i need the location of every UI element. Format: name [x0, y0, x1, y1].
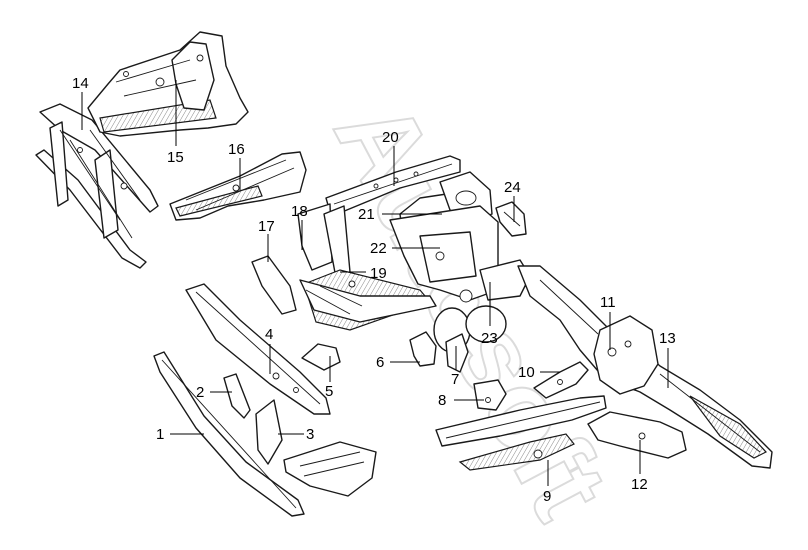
- callout-24: 24: [504, 179, 521, 196]
- part-2-3-braces: [223, 373, 283, 465]
- callout-1: 1: [156, 426, 164, 443]
- callout-22: 22: [370, 240, 387, 257]
- callout-9: 9: [543, 488, 551, 505]
- part-shroud: [283, 441, 377, 497]
- part-8-9-sill: [435, 379, 607, 471]
- callout-6: 6: [376, 354, 384, 371]
- callout-19: 19: [370, 265, 387, 282]
- callout-17: 17: [258, 218, 275, 235]
- callout-14: 14: [72, 75, 89, 92]
- callout-18: 18: [291, 203, 308, 220]
- callout-10: 10: [518, 364, 535, 381]
- callout-5: 5: [325, 383, 333, 400]
- part-12-lower-bracket: [587, 411, 687, 459]
- part-14-front-frame: [35, 103, 159, 269]
- callout-7: 7: [451, 371, 459, 388]
- callout-20: 20: [382, 129, 399, 146]
- part-24-bracket: [495, 201, 527, 237]
- callout-16: 16: [228, 141, 245, 158]
- callout-8: 8: [438, 392, 446, 409]
- part-16-side-rail: [169, 151, 307, 221]
- part-4-cross-member: [185, 283, 331, 415]
- callout-labels: 1 2 3 4 5 6 7 8 9 10 11 12 13 14 15 16 1…: [72, 75, 676, 505]
- callout-21: 21: [358, 206, 375, 223]
- part-6-7-mounts: [409, 331, 469, 373]
- part-1-lower-bar: [153, 351, 305, 517]
- part-5-clip: [301, 343, 341, 371]
- part-15-upper-crossmember: [87, 31, 249, 137]
- leader-lines: [81, 80, 669, 486]
- callout-23: 23: [481, 330, 498, 347]
- callout-4: 4: [265, 326, 273, 343]
- callout-11: 11: [600, 294, 616, 311]
- callout-2: 2: [196, 384, 204, 401]
- callout-13: 13: [659, 330, 676, 347]
- part-22-23-suspension-tower: [389, 205, 531, 353]
- callout-12: 12: [631, 476, 648, 493]
- callout-15: 15: [167, 149, 184, 166]
- callout-3: 3: [306, 426, 314, 443]
